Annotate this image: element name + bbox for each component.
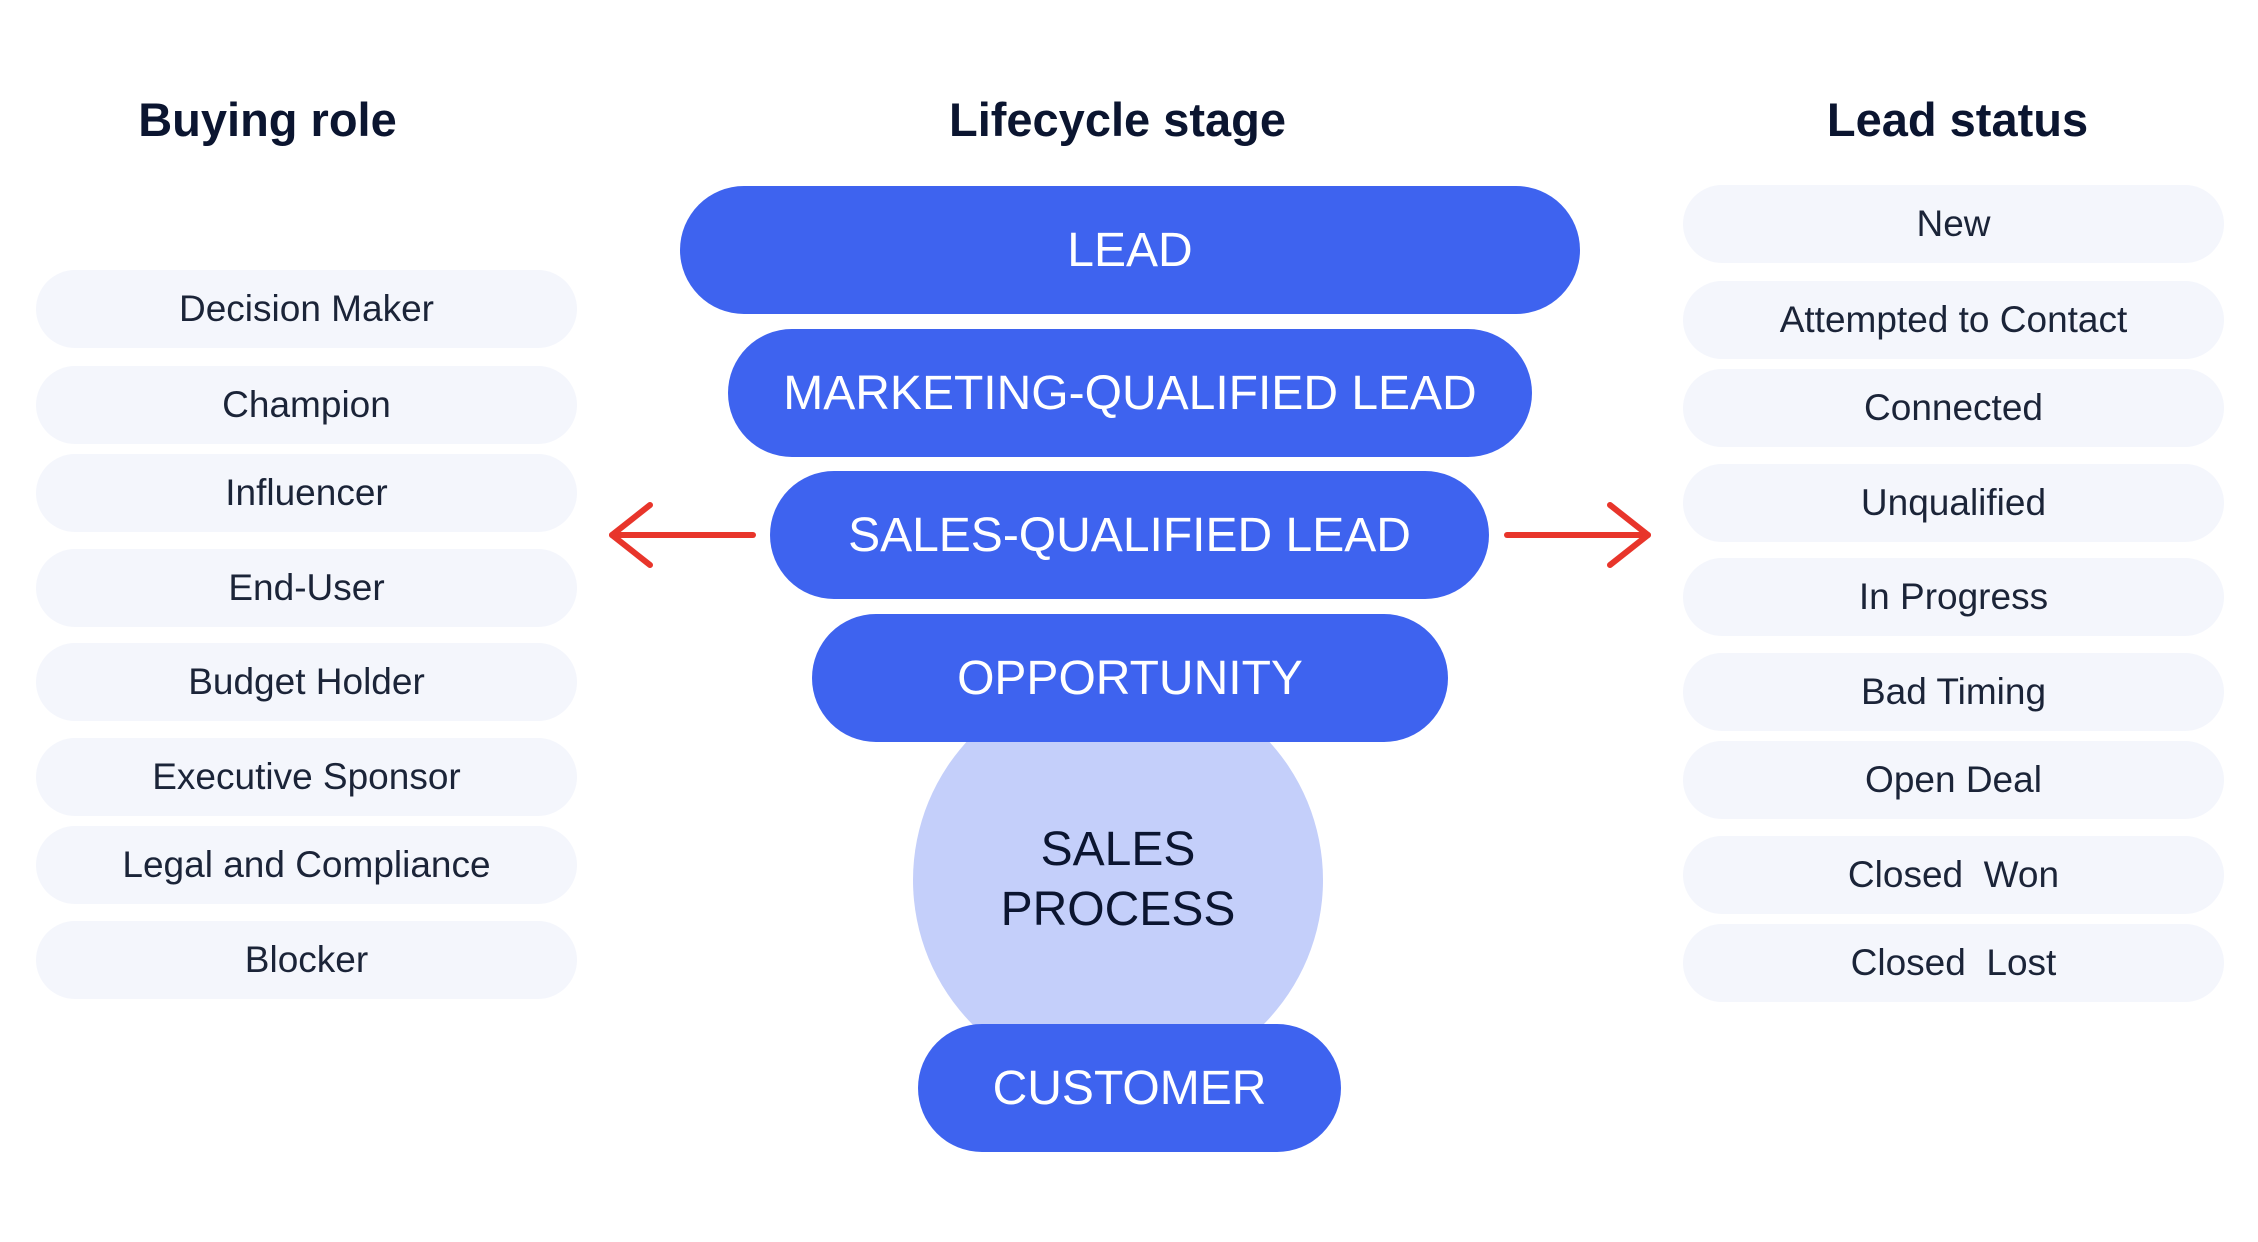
lead-status-connected: Connected: [1683, 369, 2224, 447]
lead-status-open-deal: Open Deal: [1683, 741, 2224, 819]
buying-role-decision-maker: Decision Maker: [36, 270, 577, 348]
buying-role-champion: Champion: [36, 366, 577, 444]
right-arrow-icon: [1504, 502, 1651, 568]
stage-customer: CUSTOMER: [918, 1024, 1341, 1152]
sales-process-label-line2: PROCESS: [1000, 883, 1236, 936]
lead-status-closed-lost: Closed Lost: [1683, 924, 2224, 1002]
lead-status-heading: Lead status: [1826, 93, 2089, 146]
lead-status-in-progress: In Progress: [1683, 558, 2224, 636]
lead-status-unqualified: Unqualified: [1683, 464, 2224, 542]
left-arrow-icon: [609, 502, 756, 568]
buying-role-executive-sponsor: Executive Sponsor: [36, 738, 577, 816]
stage-lead: LEAD: [680, 186, 1580, 314]
buying-role-heading: Buying role: [138, 93, 397, 146]
lifecycle-stage-heading: Lifecycle stage: [948, 93, 1286, 146]
buying-role-legal-and-compliance: Legal and Compliance: [36, 826, 577, 904]
buying-role-budget-holder: Budget Holder: [36, 643, 577, 721]
sales-process-label-line1: SALES: [1040, 823, 1196, 876]
stage-marketing-qualified-lead: MARKETING-QUALIFIED LEAD: [728, 329, 1532, 457]
stage-opportunity: OPPORTUNITY: [812, 614, 1448, 742]
lead-status-bad-timing: Bad Timing: [1683, 653, 2224, 731]
stage-sales-qualified-lead: SALES-QUALIFIED LEAD: [770, 471, 1489, 599]
lead-status-attempted-to-contact: Attempted to Contact: [1683, 281, 2224, 359]
lead-status-closed-won: Closed Won: [1683, 836, 2224, 914]
buying-role-end-user: End-User: [36, 549, 577, 627]
buying-role-blocker: Blocker: [36, 921, 577, 999]
buying-role-influencer: Influencer: [36, 454, 577, 532]
lead-status-new: New: [1683, 185, 2224, 263]
sales-process-circle: SALES PROCESS: [913, 675, 1323, 1085]
